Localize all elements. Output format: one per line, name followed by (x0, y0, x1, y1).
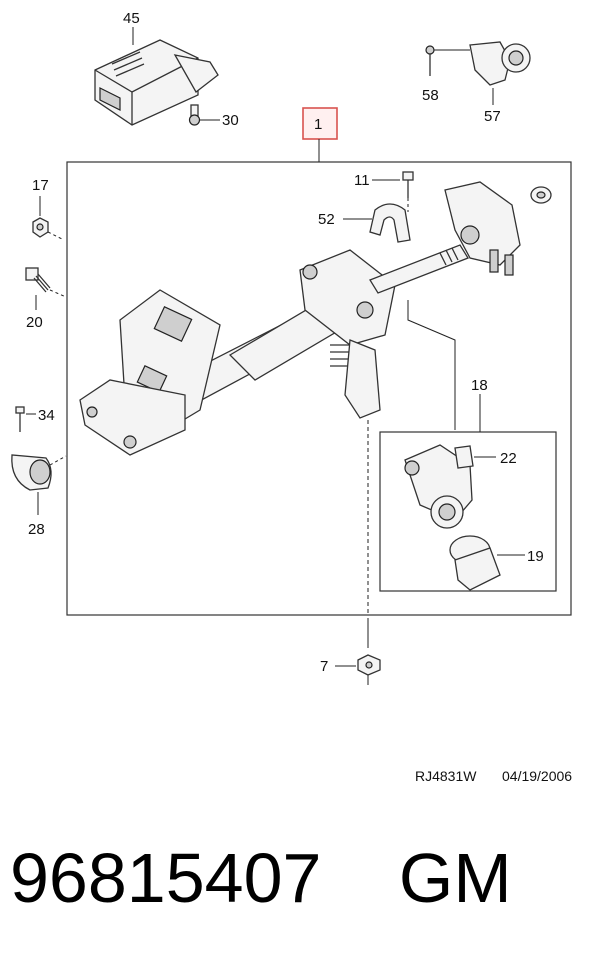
brand-name: GM (398, 839, 512, 917)
callout-57: 57 (484, 108, 501, 125)
callout-30: 30 (222, 112, 239, 129)
part-number-line: 96815407 GM (10, 828, 590, 928)
part-7-nut (357, 654, 381, 676)
part-22-switch-tab (454, 445, 474, 469)
callout-20: 20 (26, 314, 43, 331)
callout-11: 11 (354, 172, 370, 189)
part-57-lock-housing (469, 41, 531, 86)
drawing-code: RJ4831W (415, 768, 477, 784)
callout-19: 19 (527, 548, 544, 565)
callout-28: 28 (28, 521, 45, 538)
part-58-screw (425, 45, 435, 76)
part-34-screw (15, 406, 25, 432)
part-45-control-module (94, 39, 219, 126)
ignition-subassembly-frame (379, 431, 557, 592)
callout-1-highlight (302, 107, 338, 140)
drawing-date: 04/19/2006 (502, 768, 572, 784)
part-20-bolt (25, 267, 51, 293)
callout-45: 45 (123, 10, 140, 27)
callout-52: 52 (318, 211, 335, 228)
part-11-screw (402, 171, 414, 198)
steering-column-assembly (79, 181, 552, 456)
callout-22: 22 (500, 450, 517, 467)
callout-7: 7 (320, 658, 328, 675)
callout-34: 34 (38, 407, 55, 424)
callout-17: 17 (32, 177, 49, 194)
part-30-bolt (188, 104, 201, 126)
part-17-nut (32, 217, 49, 238)
part-number: 96815407 (10, 839, 322, 917)
part-28-clamp-ring (11, 454, 52, 491)
callout-18: 18 (471, 377, 488, 394)
part-19-lock-cylinder (449, 535, 501, 591)
callout-58: 58 (422, 87, 439, 104)
callout-1: 1 (314, 116, 322, 133)
part-18-ignition-switch-assembly (404, 444, 473, 529)
